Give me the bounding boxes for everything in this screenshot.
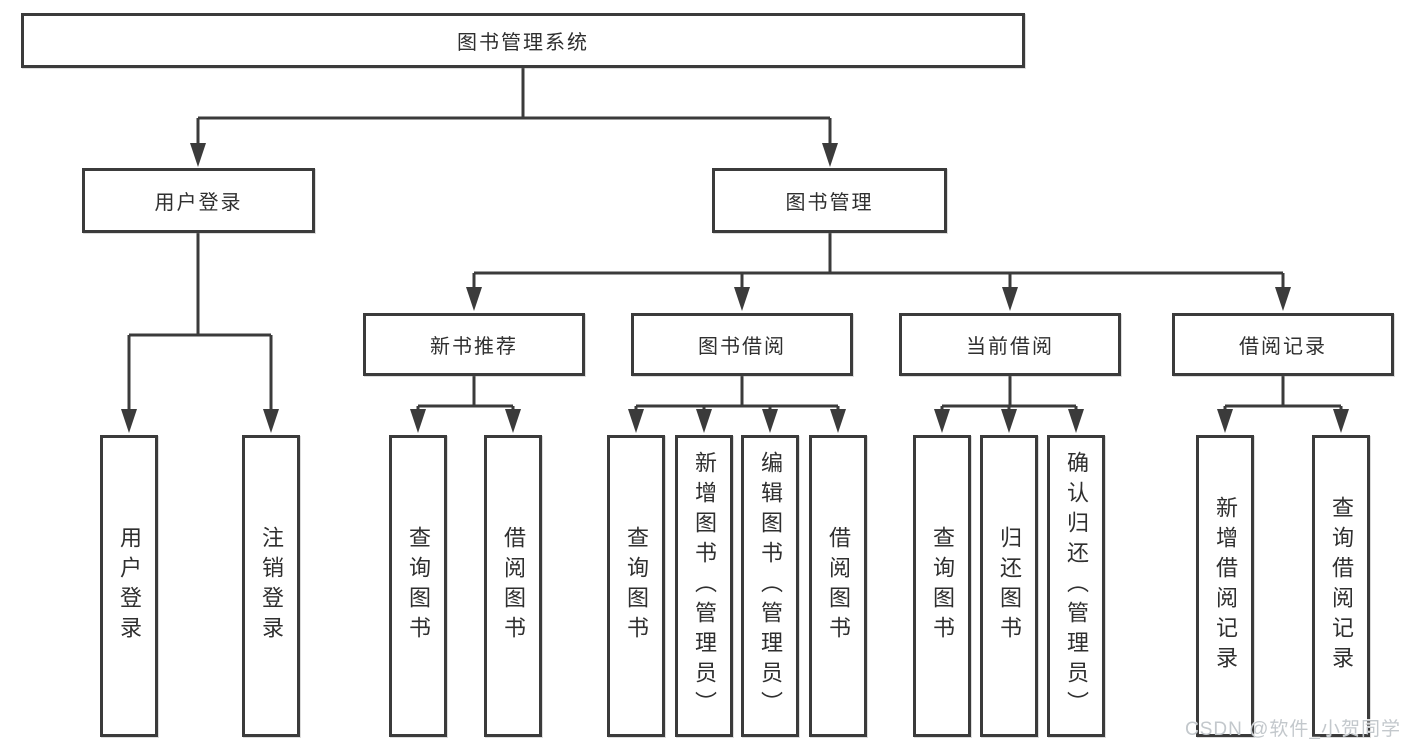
csdn-watermark: CSDN @软件_小贺同学 — [1185, 719, 1401, 740]
leaf-label: 编辑图书（管理员） — [758, 451, 783, 721]
leaf-label: 查询图书 — [624, 526, 649, 646]
leaf-label: 归还图书 — [997, 526, 1022, 646]
leaf-borrow-books-1: 借阅图书 — [484, 435, 542, 737]
leaf-user-login: 用户登录 — [100, 435, 158, 737]
leaf-label: 查询图书 — [406, 526, 431, 646]
leaf-label: 借阅图书 — [501, 526, 526, 646]
leaf-query-books-3: 查询图书 — [913, 435, 971, 737]
leaf-add-book-admin: 新增图书（管理员） — [675, 435, 733, 737]
leaf-query-books-1: 查询图书 — [389, 435, 447, 737]
node-borrowing-records: 借阅记录 — [1172, 313, 1394, 376]
leaf-return-books: 归还图书 — [980, 435, 1038, 737]
node-book-borrowing: 图书借阅 — [631, 313, 853, 376]
leaf-query-borrow-record: 查询借阅记录 — [1312, 435, 1370, 737]
node-library-system: 图书管理系统 — [21, 13, 1025, 68]
leaf-label: 确认归还（管理员） — [1064, 451, 1089, 721]
node-new-book-recommend: 新书推荐 — [363, 313, 585, 376]
leaf-label: 新增借阅记录 — [1213, 496, 1238, 676]
leaf-label: 新增图书（管理员） — [692, 451, 717, 721]
leaf-label: 查询借阅记录 — [1329, 496, 1354, 676]
leaf-confirm-return-admin: 确认归还（管理员） — [1047, 435, 1105, 737]
leaf-label: 用户登录 — [117, 526, 142, 646]
leaf-borrow-books-2: 借阅图书 — [809, 435, 867, 737]
leaf-label: 借阅图书 — [826, 526, 851, 646]
leaf-logout: 注销登录 — [242, 435, 300, 737]
leaf-add-borrow-record: 新增借阅记录 — [1196, 435, 1254, 737]
leaf-edit-book-admin: 编辑图书（管理员） — [741, 435, 799, 737]
leaf-query-books-2: 查询图书 — [607, 435, 665, 737]
node-current-borrowing: 当前借阅 — [899, 313, 1121, 376]
arrowheads — [121, 143, 1349, 433]
leaf-label: 注销登录 — [259, 526, 284, 646]
leaf-label: 查询图书 — [930, 526, 955, 646]
node-book-management: 图书管理 — [712, 168, 947, 233]
node-user-login: 用户登录 — [82, 168, 315, 233]
